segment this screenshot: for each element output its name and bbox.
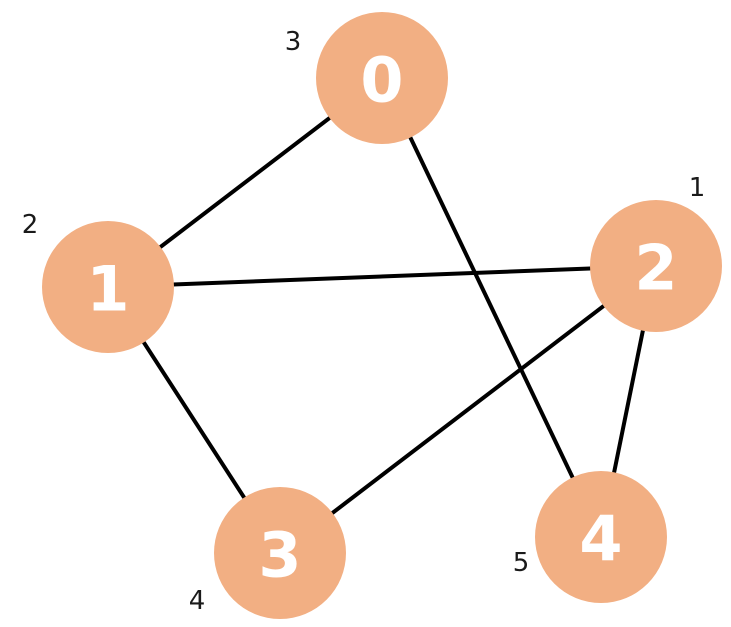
graph-node-1[interactable]: 1: [42, 221, 174, 353]
graph-node-label-0: 0: [360, 44, 403, 117]
graph-node-2[interactable]: 2: [590, 200, 722, 332]
graph-node-0[interactable]: 0: [316, 12, 448, 144]
graph-node-circle-0[interactable]: [316, 12, 448, 144]
graph-node-index-label-0: 3: [285, 27, 302, 57]
graph-edge-2-3: [278, 264, 658, 555]
graph-node-circle-1[interactable]: [42, 221, 174, 353]
graph-edge-1-2: [107, 264, 657, 289]
graph-node-circle-4[interactable]: [535, 471, 667, 603]
graph-node-index-label-4: 5: [513, 548, 530, 578]
graph-edge-0-4: [380, 77, 603, 538]
graph-node-circle-3[interactable]: [214, 487, 346, 619]
graph-node-4[interactable]: 4: [535, 471, 667, 603]
graph-node-label-2: 2: [634, 232, 677, 305]
graph-node-circle-2[interactable]: [590, 200, 722, 332]
graph-node-label-1: 1: [86, 253, 129, 326]
graph-node-index-label-1: 2: [22, 210, 39, 240]
graph-node-3[interactable]: 3: [214, 487, 346, 619]
graph-node-label-3: 3: [258, 519, 301, 592]
graph-node-label-4: 4: [579, 503, 622, 576]
graph-node-index-label-2: 1: [689, 173, 706, 203]
graph-node-index-label-3: 4: [189, 586, 206, 616]
